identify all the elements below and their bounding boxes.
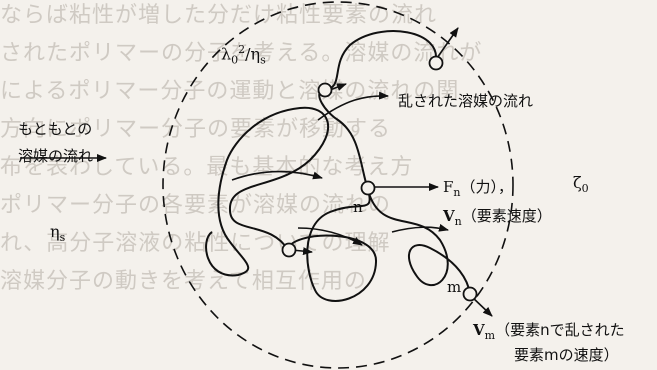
velocity-arrow-top xyxy=(436,27,459,59)
polymer-element xyxy=(281,242,297,258)
eta-subscript: s xyxy=(59,231,66,245)
disturbed-flow-label: 乱された溶媒の流れ xyxy=(398,92,534,110)
polymer-element-n xyxy=(360,180,376,196)
velocity-subscript: m xyxy=(484,329,496,342)
velocity-text: （要素nで乱された xyxy=(495,321,625,339)
lambda-superscript: 2 xyxy=(238,43,246,56)
lambda-subscript: 0 xyxy=(231,53,239,67)
force-symbol: F xyxy=(443,178,454,196)
force-text: （力）， xyxy=(460,178,514,196)
force-subscript: n xyxy=(453,186,461,199)
boundary-circle xyxy=(162,1,514,369)
polymer-element-m xyxy=(462,286,478,302)
disturbed-flow-arrow xyxy=(391,223,449,233)
polymer-element xyxy=(317,82,333,98)
original-flow-label-line2: 溶媒の流れ xyxy=(18,147,94,165)
disturbed-flow-arrow xyxy=(231,170,323,181)
polymer-chain xyxy=(205,30,437,302)
zeta-subscript: 0 xyxy=(581,182,589,196)
eta-symbol: η xyxy=(50,222,60,241)
node-m-label: m xyxy=(447,278,462,296)
polymer-element xyxy=(428,55,444,71)
circle-radius-label: λ02/ηs xyxy=(221,43,266,67)
node-n-label: n xyxy=(353,198,363,216)
disturbed-velocity-label-line2: 要素mの速度） xyxy=(514,346,619,364)
background-text-line: ならば粘性が増した分だけ粘性要素の流れ xyxy=(0,3,438,28)
original-flow-label-line1: もともとの xyxy=(18,120,93,138)
velocity-symbol: V xyxy=(473,321,485,339)
background-text-line: されたポリマーの分子を考える。溶媒の流れが xyxy=(0,41,483,66)
force-label: Fn（力）， xyxy=(443,176,513,199)
velocity-subscript: n xyxy=(454,215,462,228)
zeta-symbol: ζ xyxy=(573,173,582,192)
element-velocity-label: Vn（要素速度） xyxy=(443,205,552,228)
background-text-line: 布を表わしている。最も基本的な考え方 xyxy=(0,155,414,180)
eta-subscript: s xyxy=(260,53,266,67)
disturbed-flow-arrow xyxy=(297,227,363,246)
velocity-symbol: V xyxy=(443,207,455,225)
disturbed-velocity-label: Vm（要素nで乱された xyxy=(473,319,625,342)
disturbed-flow-arrow xyxy=(317,91,389,121)
background-text-line: 溶媒分子の動きを考えて相互作用の xyxy=(0,269,367,294)
polymer-chain-lower-segment xyxy=(367,189,471,295)
velocity-text: （要素速度） xyxy=(461,207,552,225)
lambda-symbol: λ xyxy=(221,44,232,64)
friction-coefficient-label: ζ0 xyxy=(573,173,589,195)
background-text-line: によるポリマー分子の運動と溶媒の流れの関 xyxy=(0,79,460,104)
eta-symbol: /η xyxy=(245,44,261,64)
solvent-viscosity-label: ηs xyxy=(50,222,65,244)
